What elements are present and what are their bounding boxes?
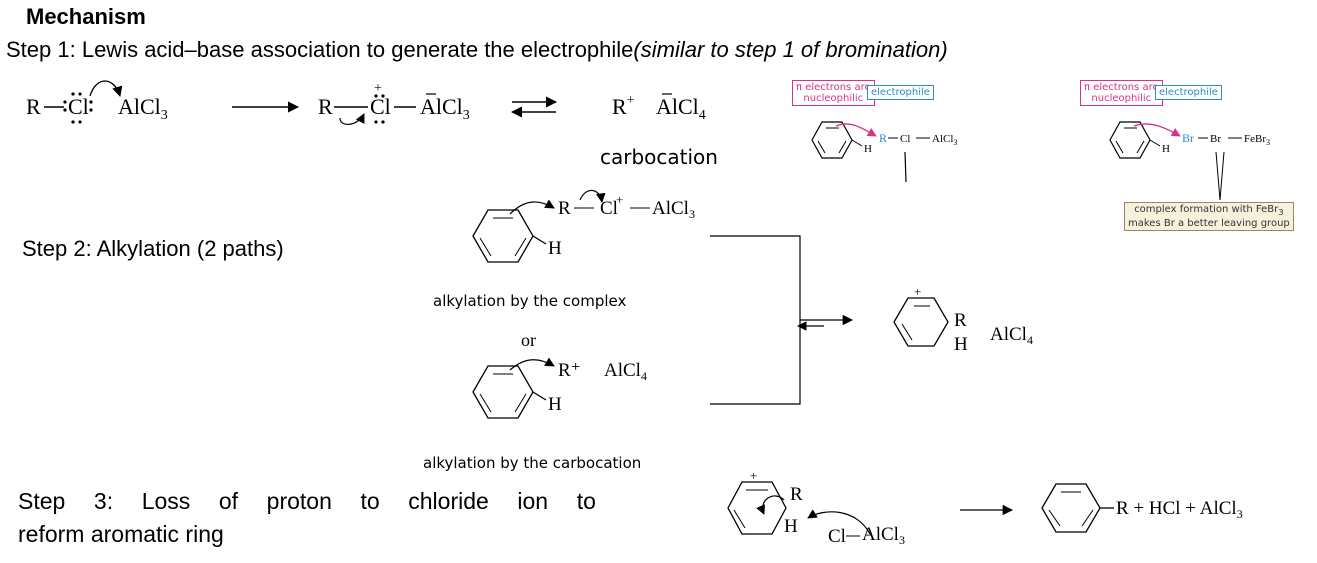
benzene-path2: H R⁺ AlCl4 <box>472 357 647 419</box>
anion-alcl4: AlCl4 <box>656 94 706 123</box>
step3-title: Step 3: Loss of proton to chloride ion t… <box>18 485 618 551</box>
reactant-alcl3: AlCl3 <box>118 94 168 123</box>
bracket-lines <box>710 235 801 405</box>
step3-reaction: + R H Cl AlCl3 R + HCl + AlCl3 <box>727 468 1243 547</box>
electrophile-box: electrophile <box>867 85 934 100</box>
step3-word: 3: <box>93 488 114 514</box>
step3-word: proton <box>266 488 332 514</box>
svg-text:R + HCl + AlCl3: R + HCl + AlCl3 <box>1116 498 1243 521</box>
step3-word: Loss <box>141 488 191 514</box>
svg-text:H: H <box>548 394 562 415</box>
path2-label: alkylation by the carbocation <box>423 454 642 472</box>
svg-text:+: + <box>750 468 757 483</box>
svg-text:R⁺: R⁺ <box>558 360 581 381</box>
step3-word: chloride <box>408 488 489 514</box>
step3-word: to <box>360 488 380 514</box>
reactant-cl: Cl <box>68 94 89 119</box>
step3-word: ion <box>517 488 549 514</box>
inset-cl: Cl <box>900 133 910 145</box>
pink-curved-arrow <box>835 123 877 137</box>
inset-h: H <box>1162 143 1170 155</box>
inset-br2: Br <box>1210 133 1221 145</box>
pink-curved-arrow <box>1133 123 1181 137</box>
svg-text:R: R <box>954 310 967 331</box>
complex-r: R <box>318 94 333 119</box>
svg-text:R: R <box>790 484 803 505</box>
svg-text:+: + <box>914 284 921 299</box>
inset-bromine-mechanism: H Br Br FeBr3 <box>1109 121 1270 201</box>
step3-word: Step <box>18 488 66 514</box>
svg-text:AlCl3: AlCl3 <box>652 198 695 221</box>
svg-text:H: H <box>954 334 968 355</box>
svg-text:AlCl4: AlCl4 <box>990 324 1033 347</box>
svg-text:AlCl4: AlCl4 <box>604 360 647 383</box>
step3-word: of <box>218 488 239 514</box>
inset-chloride-mechanism: H R Cl AlCl3 <box>811 121 957 183</box>
inset-br1: Br <box>1182 131 1194 145</box>
mechanism-heading: Mechanism <box>26 4 146 29</box>
complex-cl: Cl <box>370 94 391 119</box>
arenium-ion-step3: + R H Cl AlCl3 <box>727 468 905 547</box>
pi-electrons-box: π electrons are nucleophilic <box>1080 80 1163 106</box>
svg-text:+: + <box>616 192 623 207</box>
complex-alcl3: AlCl3 <box>420 94 470 123</box>
step3-line1: Step 3: Loss of proton to chloride ion t… <box>18 485 596 518</box>
carbocation-label: carbocation <box>600 145 718 169</box>
step1-text: Step 1: Lewis acid–base association to g… <box>6 37 634 62</box>
svg-text:H: H <box>548 238 562 259</box>
step3-word: to <box>576 488 596 514</box>
inset-h: H <box>864 143 872 155</box>
svg-text:H: H <box>784 516 798 537</box>
svg-text:R: R <box>558 198 571 219</box>
benzene-ring <box>1109 121 1151 159</box>
step1-title: Step 1: Lewis acid–base association to g… <box>6 37 948 63</box>
lone-pairs-cl <box>63 92 93 124</box>
pi-electrons-box: π electrons are nucleophilic <box>792 80 875 106</box>
carbocation-r: R+ <box>612 93 635 119</box>
electrophile-box: electrophile <box>1155 85 1222 100</box>
curved-arrow <box>339 113 365 125</box>
step1-reaction: R Cl AlCl3 R Cl + AlCl3 R+ AlCl4 <box>26 80 706 125</box>
step2-reactions: H R Cl + AlCl3 H R⁺ AlCl4 + R H AlCl4 <box>472 189 1033 419</box>
formal-charge-plus: + <box>374 81 382 96</box>
arenium-ion: + R H AlCl4 <box>893 284 1033 355</box>
path1-label: alkylation by the complex <box>433 292 627 310</box>
benzene-ring <box>811 121 853 159</box>
curved-arrow <box>89 80 123 97</box>
reactant-r: R <box>26 94 41 119</box>
svg-text:AlCl3: AlCl3 <box>862 524 905 547</box>
step1-italic-note: (similar to step 1 of bromination) <box>633 37 948 62</box>
benzene-path1: H R Cl + AlCl3 <box>472 189 695 263</box>
inset-r: R <box>879 131 887 145</box>
inset-alcl3: AlCl3 <box>932 133 957 147</box>
step2-title: Step 2: Alkylation (2 paths) <box>22 236 284 261</box>
inset-febr3: FeBr3 <box>1244 133 1270 147</box>
step3-line2: reform aromatic ring <box>18 521 224 547</box>
product-benzene: R + HCl + AlCl3 <box>1041 483 1243 533</box>
or-label: or <box>521 330 536 350</box>
svg-text:Cl: Cl <box>828 526 846 547</box>
svg-text:Cl: Cl <box>600 198 618 219</box>
